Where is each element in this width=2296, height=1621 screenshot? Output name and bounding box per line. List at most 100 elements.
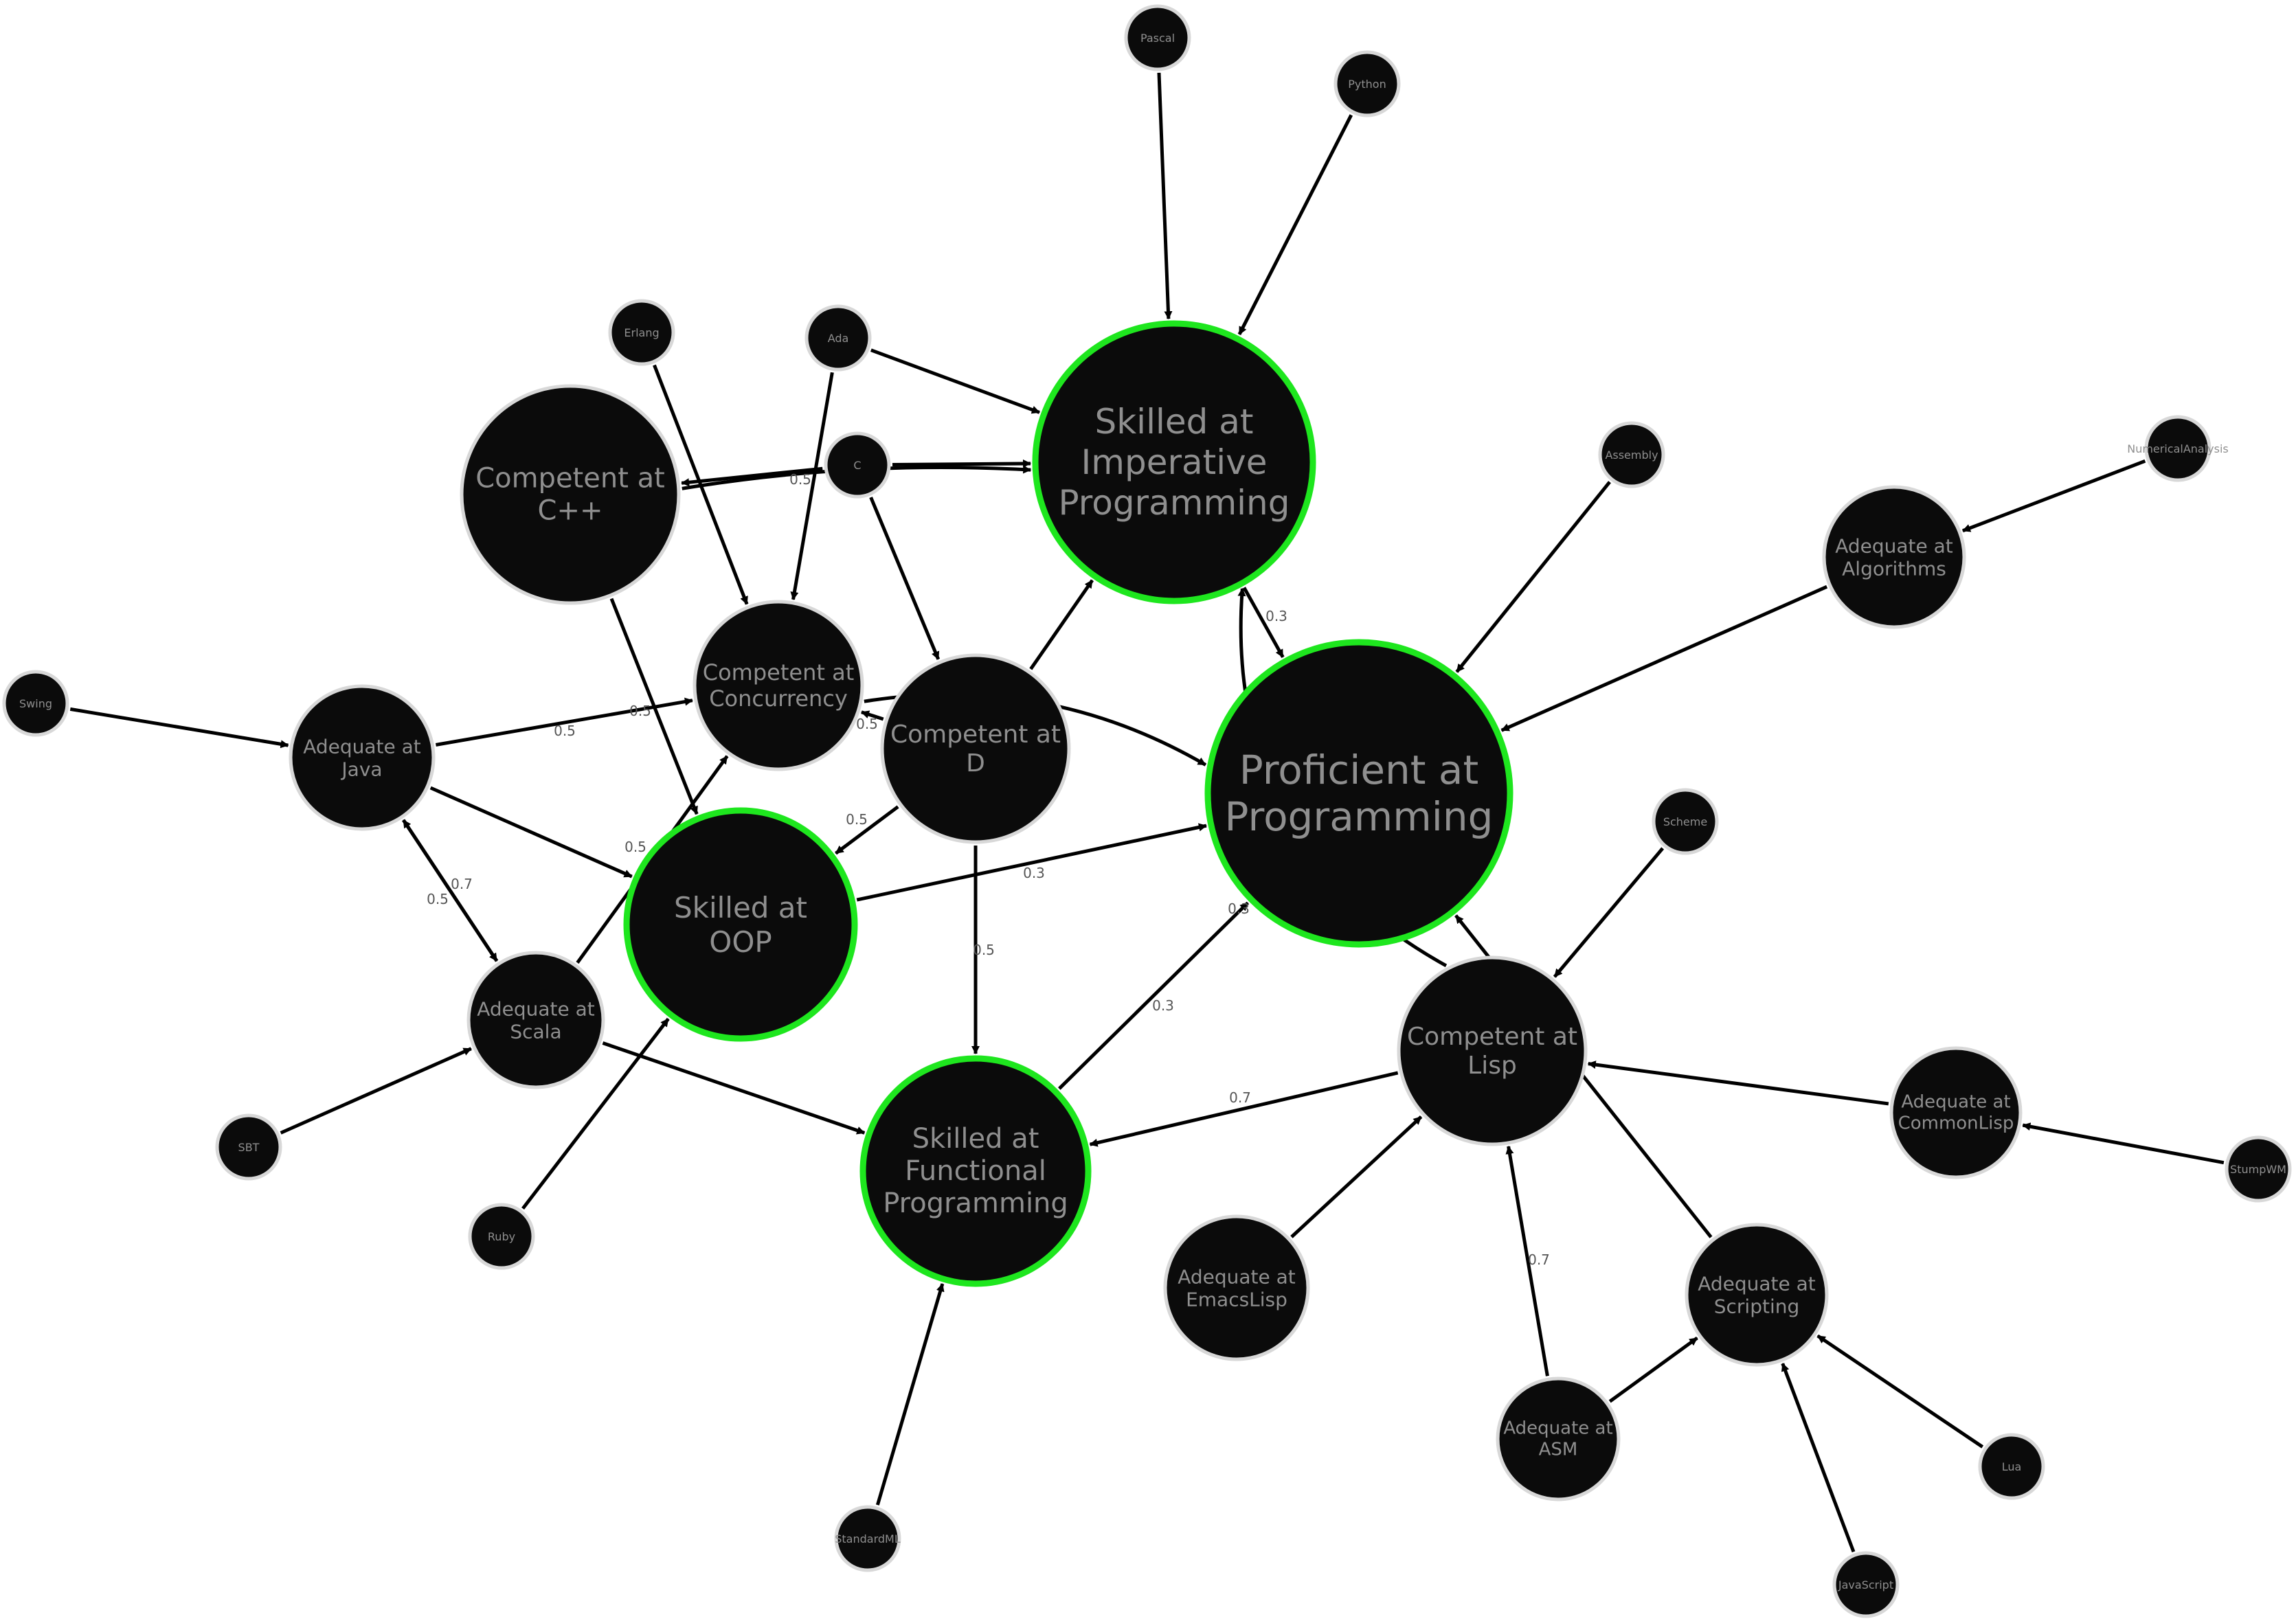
node-circle-asm [1496,1376,1621,1501]
edge-label-java-to-scala: 0.7 [451,876,473,892]
node-ruby[interactable]: Ruby [468,1203,535,1270]
edge-emacslisp-to-lisp [1290,1115,1423,1238]
edge-oop-to-proficient [856,823,1207,902]
edge-imperative-to-proficient [1242,587,1285,658]
edge-d-to-concurrency [860,710,884,721]
node-circle-lisp [1397,955,1588,1146]
edge-c-to-d [869,497,941,660]
node-circle-imperative [1032,320,1316,604]
edge-label-asm-to-lisp: 0.7 [1528,1251,1550,1268]
node-erlang[interactable]: Erlang [608,299,675,366]
edge-scala-to-functional [602,1041,866,1135]
edge-algorithms-to-proficient [1500,585,1828,732]
node-assembly[interactable]: Assembly [1598,421,1665,488]
edge-java-to-concurrency [435,697,693,747]
edge-asm-to-lisp [1505,1146,1549,1376]
node-label-python: Python [1348,78,1386,91]
edge-ada-to-imperative [870,348,1040,414]
node-circle-scala [466,951,605,1089]
edge-label-c-to-cpp: 0.5 [789,471,811,488]
edge-label-scala-to-concurrency: 0.5 [629,703,651,719]
edge-javascript-to-scripting [1781,1363,1856,1553]
node-standardml[interactable]: StandardML [834,1505,901,1572]
node-label-erlang: Erlang [624,326,659,339]
edge-label-d-to-functional: 0.5 [973,942,995,958]
node-swing[interactable]: Swing [2,670,69,737]
node-circle-ada [804,304,872,372]
edge-scheme-to-lisp [1553,847,1665,978]
edge-java-to-oop [429,786,633,878]
node-pascal[interactable]: Pascal [1124,4,1191,71]
edge-assembly-to-proficient [1455,481,1611,673]
node-label-pascal: Pascal [1140,32,1175,45]
edge-d-to-imperative [1029,579,1094,670]
node-circle-numerical [2144,415,2211,482]
edge-label-java-to-concurrency: 0.5 [554,723,576,739]
edge-label-functional-to-proficient: 0.3 [1152,997,1174,1014]
node-circle-python [1333,50,1401,117]
node-circle-standardml [834,1505,901,1572]
edge-label-d-to-oop: 0.5 [846,811,868,828]
node-label-swing: Swing [19,697,52,710]
edge-python-to-imperative [1237,114,1353,335]
edge-standardml-to-functional [875,1283,945,1506]
edge-c-to-cpp [681,466,823,487]
node-circle-c [824,431,891,499]
edge-label-java-to-oop: 0.5 [624,839,646,855]
node-numerical[interactable]: NumericalAnalysis [2127,415,2229,482]
node-ada[interactable]: Ada [804,304,872,372]
edge-ruby-to-oop [521,1017,670,1210]
node-circle-scheme [1652,788,1719,855]
edge-commonlisp-to-lisp [1587,1061,1889,1106]
node-javascript[interactable]: JavaScript [1832,1551,1900,1618]
node-scheme[interactable]: Scheme [1652,788,1719,855]
edge-label-d-to-concurrency: 0.5 [856,716,878,732]
node-circle-java [289,684,436,831]
node-circle-algorithms [1822,485,1966,629]
node-circle-oop [623,807,858,1042]
node-circle-stumpwm [2225,1135,2292,1203]
node-circle-scripting [1685,1223,1829,1367]
node-label-stumpwm: StumpWM [2230,1163,2286,1176]
node-label-sbt: SBT [238,1141,260,1154]
edge-label-imperative-to-proficient: 0.3 [1265,608,1287,624]
node-circle-functional [859,1055,1092,1287]
node-label-numerical: NumericalAnalysis [2127,442,2229,455]
node-c[interactable]: C [824,431,891,499]
node-label-lua: Lua [2002,1460,2022,1473]
edge-d-to-oop [835,805,899,855]
node-sbt[interactable]: SBT [215,1113,282,1181]
edge-lisp-to-functional [1089,1071,1399,1147]
node-circle-swing [2,670,69,737]
edge-ada-to-concurrency [790,372,834,600]
edge-label-scala-to-java: 0.5 [427,891,449,907]
node-circle-sbt [215,1113,282,1181]
node-circle-ruby [468,1203,535,1270]
edge-asm-to-scripting [1608,1336,1698,1403]
node-python[interactable]: Python [1333,50,1401,117]
node-stumpwm[interactable]: StumpWM [2225,1135,2292,1203]
edge-label-lisp-to-functional: 0.7 [1229,1089,1251,1106]
node-lua[interactable]: Lua [1978,1433,2045,1500]
